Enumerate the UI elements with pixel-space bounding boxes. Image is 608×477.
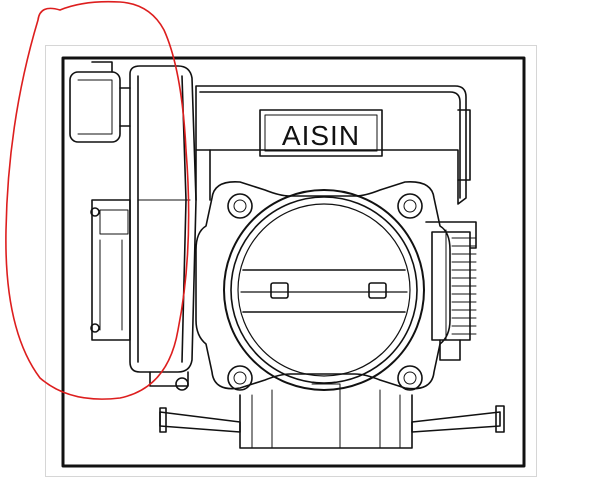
throttle-housing: AISIN xyxy=(195,85,471,205)
drawing-border xyxy=(61,56,526,468)
throttle-bore xyxy=(223,189,425,391)
bolt-hole-top-right xyxy=(397,193,423,219)
plate-screw-left xyxy=(270,282,289,299)
bolt-hole-bottom-right xyxy=(397,365,423,391)
brand-label: AISIN xyxy=(282,120,360,151)
coolant-pipe xyxy=(159,383,505,449)
return-spring xyxy=(425,221,477,361)
mounting-flange xyxy=(195,181,451,391)
plate-screw-right xyxy=(368,282,387,299)
bolt-hole-bottom-left xyxy=(227,365,253,391)
brand-plate xyxy=(259,109,383,157)
paper-frame xyxy=(45,45,537,477)
bolt-hole-top-left xyxy=(227,193,253,219)
sensor-connector xyxy=(69,71,121,143)
